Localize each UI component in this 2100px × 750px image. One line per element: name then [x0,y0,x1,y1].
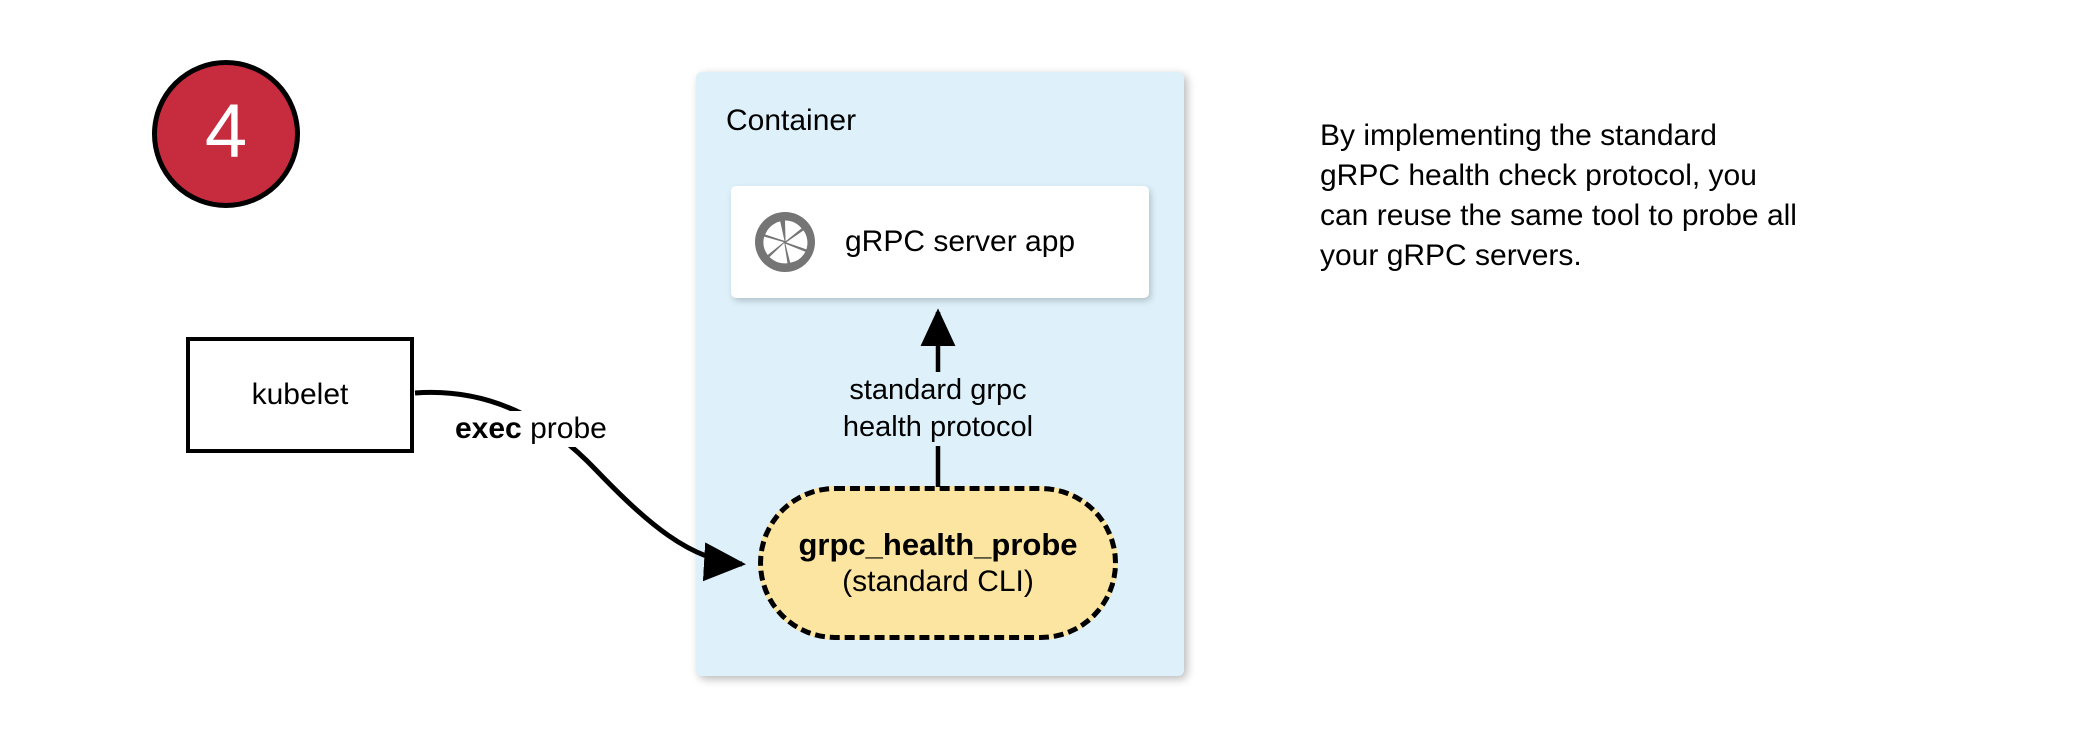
exec-probe-edge-label: exec probe [452,411,610,447]
kubelet-label: kubelet [251,378,349,411]
exec-probe-rest-word: probe [521,412,607,445]
grpc-health-probe-node: grpc_health_probe (standard CLI) [758,486,1118,640]
annotation-line-1: By implementing the standard [1320,119,1717,152]
aperture-icon [755,212,815,272]
container-title: Container [726,104,857,137]
grpc-health-probe-subtitle: (standard CLI) [842,564,1034,598]
step-number-badge: 4 [152,60,300,208]
grpc-server-app-card: gRPC server app [731,186,1149,298]
health-protocol-line-2: health protocol [838,409,1038,447]
health-protocol-edge-label: standard grpc health protocol [838,372,1038,447]
health-protocol-line-1: standard grpc [838,372,1038,410]
exec-probe-bold-word: exec [455,412,522,445]
annotation-line-3: can reuse the same tool to probe all [1320,198,1797,232]
grpc-server-app-label: gRPC server app [845,225,1076,258]
annotation-line-4: your gRPC servers. [1320,238,1582,272]
step-number-label: 4 [204,89,248,174]
annotation-line-2: gRPC health check protocol, you [1320,158,1757,192]
kubelet-box: kubelet [186,337,414,453]
grpc-health-probe-title: grpc_health_probe [798,526,1078,562]
annotation-text: By implementing the standard gRPC health… [1320,116,1920,276]
